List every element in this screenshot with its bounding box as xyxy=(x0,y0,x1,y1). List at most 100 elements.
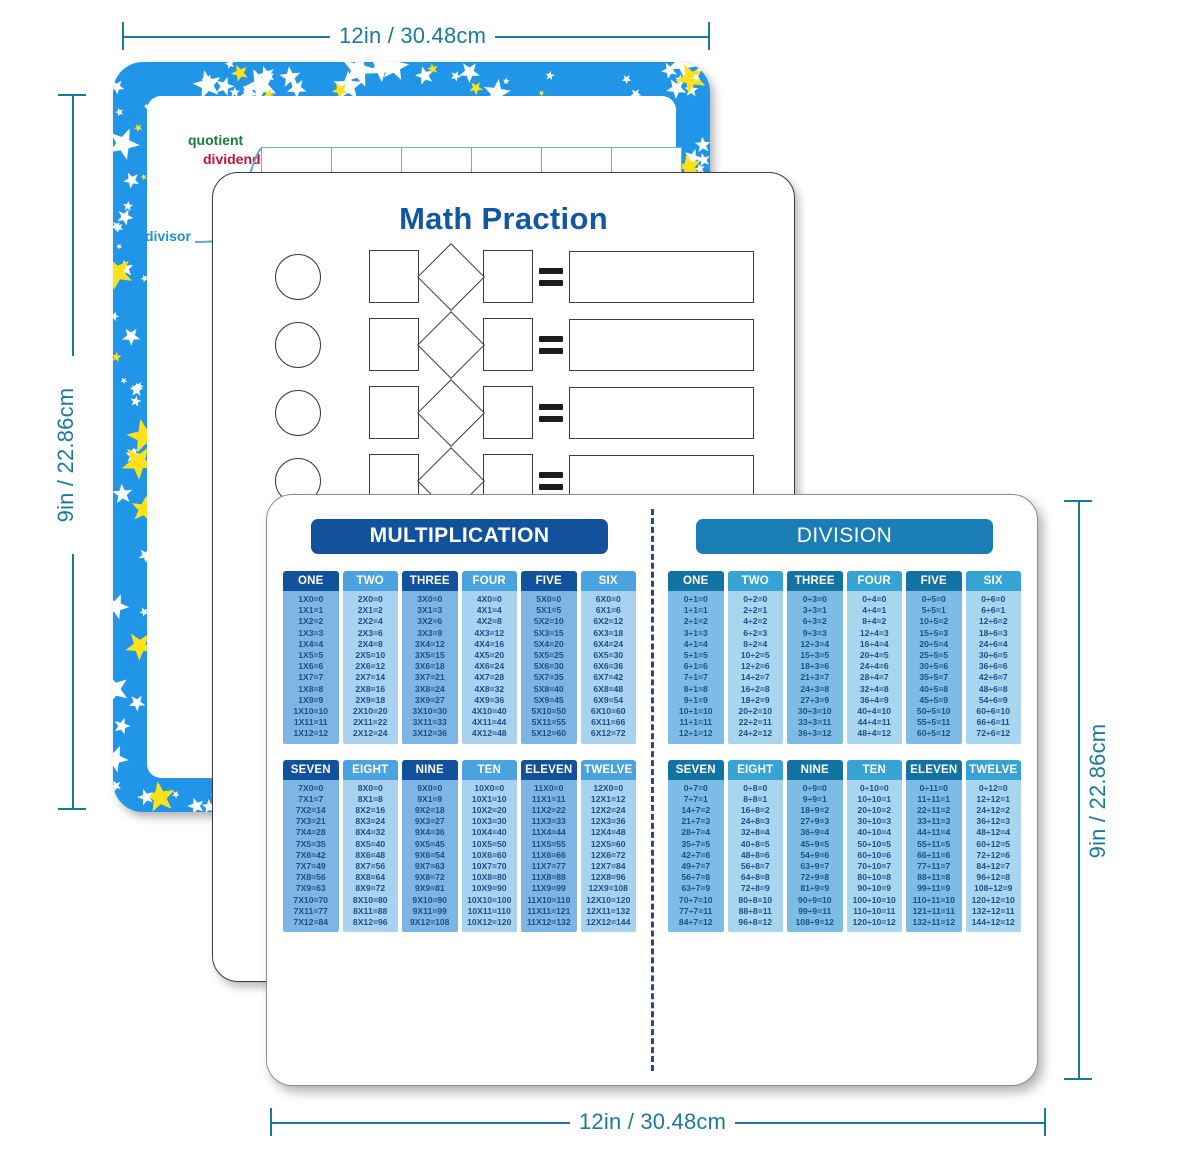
table-cell: 5X6=30 xyxy=(533,661,564,672)
equals-icon xyxy=(533,403,569,422)
table-cell: 49÷7=7 xyxy=(681,861,711,872)
table-cell: 6÷6=1 xyxy=(981,605,1006,616)
operand-circle-field[interactable] xyxy=(275,321,321,368)
table-cell: 0÷9=0 xyxy=(802,782,827,793)
table-cell: 30÷6=5 xyxy=(978,650,1008,661)
top-dimension-cap-right xyxy=(708,22,710,50)
answer-field[interactable] xyxy=(569,386,754,439)
table-cell: 50÷5=10 xyxy=(916,706,951,717)
operator-diamond-field[interactable] xyxy=(417,242,485,311)
table-cell: 10X7=70 xyxy=(471,861,507,872)
table-cell: 22÷11=2 xyxy=(917,805,951,816)
table-cell: 9÷1=9 xyxy=(683,694,708,705)
table-cell: 10÷10=1 xyxy=(857,793,892,804)
table-cell: 4X3=12 xyxy=(474,627,505,638)
table-cell: 9X6=54 xyxy=(414,849,445,860)
table-cell: 1÷1=1 xyxy=(683,605,708,616)
table-cell: 11X2=22 xyxy=(531,805,566,816)
table-cell: 24÷12=2 xyxy=(976,805,1011,816)
table-cell: 1X5=5 xyxy=(298,650,324,661)
column-header: SIX xyxy=(580,571,636,591)
answer-field[interactable] xyxy=(569,318,754,371)
operand-square-field[interactable] xyxy=(483,318,533,371)
table-cell: 12X0=0 xyxy=(593,782,624,793)
practice-row xyxy=(275,242,754,311)
bottom-dimension-cap-right xyxy=(1044,1108,1046,1136)
table-cell: 60÷5=12 xyxy=(916,728,951,739)
table-cell: 3X5=15 xyxy=(414,650,445,661)
table-cell: 1X8=8 xyxy=(298,683,324,694)
table-cell: 4X4=16 xyxy=(474,638,505,649)
table-cell: 6÷1=6 xyxy=(683,661,708,672)
table-cell: 108÷12=9 xyxy=(974,883,1013,894)
table-cell: 8X6=48 xyxy=(355,849,386,860)
table-cell: 24÷8=3 xyxy=(740,816,770,827)
center-dashed-divider xyxy=(651,509,654,1071)
table-cell: 84÷12=7 xyxy=(976,861,1011,872)
table-cell: 1X9=9 xyxy=(298,694,324,705)
operand-square-field[interactable] xyxy=(483,386,533,439)
operand-circle-field[interactable] xyxy=(275,389,321,436)
table-cell: 11X0=0 xyxy=(534,782,564,793)
table-cell: 20÷5=4 xyxy=(919,638,949,649)
table-cell: 90÷9=10 xyxy=(797,894,832,905)
column-header: NINE xyxy=(787,759,843,780)
table-cell: 0÷11=0 xyxy=(919,782,948,793)
table-cell: 45÷5=9 xyxy=(919,694,949,705)
operand-square-field[interactable] xyxy=(483,250,533,303)
operand-circle-field[interactable] xyxy=(275,253,321,300)
table-cell: 10÷5=2 xyxy=(919,616,949,627)
operator-diamond-field[interactable] xyxy=(417,310,485,379)
table-cell: 4X7=28 xyxy=(474,672,505,683)
operator-diamond-field[interactable] xyxy=(417,378,485,447)
table-cell: 55÷5=11 xyxy=(917,717,951,728)
table-cell: 12X5=60 xyxy=(590,838,626,849)
table-cell: 9X1=9 xyxy=(417,793,443,804)
operand-square-field[interactable] xyxy=(369,250,419,303)
column-header: ONE xyxy=(283,571,339,591)
table-cell: 7X0=0 xyxy=(298,782,324,793)
table-cell: 80÷10=8 xyxy=(857,872,892,883)
table-cell: 110÷10=11 xyxy=(853,905,896,916)
table-cell: 6X0=0 xyxy=(595,594,621,604)
table-cell: 9X5=45 xyxy=(414,838,445,849)
operand-square-field[interactable] xyxy=(369,318,419,371)
table-cell: 60÷6=10 xyxy=(976,706,1011,717)
table-cell: 10X10=100 xyxy=(467,894,512,905)
table-cell: 4X10=40 xyxy=(471,706,507,717)
table-cell: 6X9=54 xyxy=(593,694,624,705)
table-cell: 9÷9=1 xyxy=(802,793,827,804)
table-cell: 2X1=2 xyxy=(357,605,383,616)
table-cell: 3X0=0 xyxy=(417,594,443,604)
operand-square-field[interactable] xyxy=(369,386,419,439)
table-cell: 8X1=8 xyxy=(357,793,383,804)
table-cell: 8÷8=1 xyxy=(743,793,768,804)
table-cell: 50÷10=5 xyxy=(857,838,892,849)
table-cell: 9X8=72 xyxy=(414,872,445,883)
table-cell: 42÷7=6 xyxy=(681,849,711,860)
column-header: THREE xyxy=(402,571,458,591)
table-cell: 64÷8=8 xyxy=(740,872,770,883)
table-cell: 132÷11=12 xyxy=(912,917,956,928)
table-cell: 25÷5=5 xyxy=(919,650,949,661)
table-cell: 0÷4=0 xyxy=(862,594,887,604)
table-cell: 72÷12=6 xyxy=(976,849,1011,860)
table-cell: 21÷7=3 xyxy=(681,816,711,827)
table-cell: 1X12=12 xyxy=(293,728,329,739)
right-dimension-label: 9in / 22.86cm xyxy=(1085,692,1111,890)
table-cell: 1X0=0 xyxy=(298,594,324,604)
column-header: TWO xyxy=(727,571,783,591)
answer-field[interactable] xyxy=(569,250,754,303)
table-cell: 0÷6=0 xyxy=(981,594,1006,604)
table-cell: 32÷8=4 xyxy=(740,827,770,838)
table-cell: 20÷10=2 xyxy=(857,805,892,816)
table-cell: 36÷6=6 xyxy=(978,661,1008,672)
table-cell: 4X8=32 xyxy=(474,683,505,694)
